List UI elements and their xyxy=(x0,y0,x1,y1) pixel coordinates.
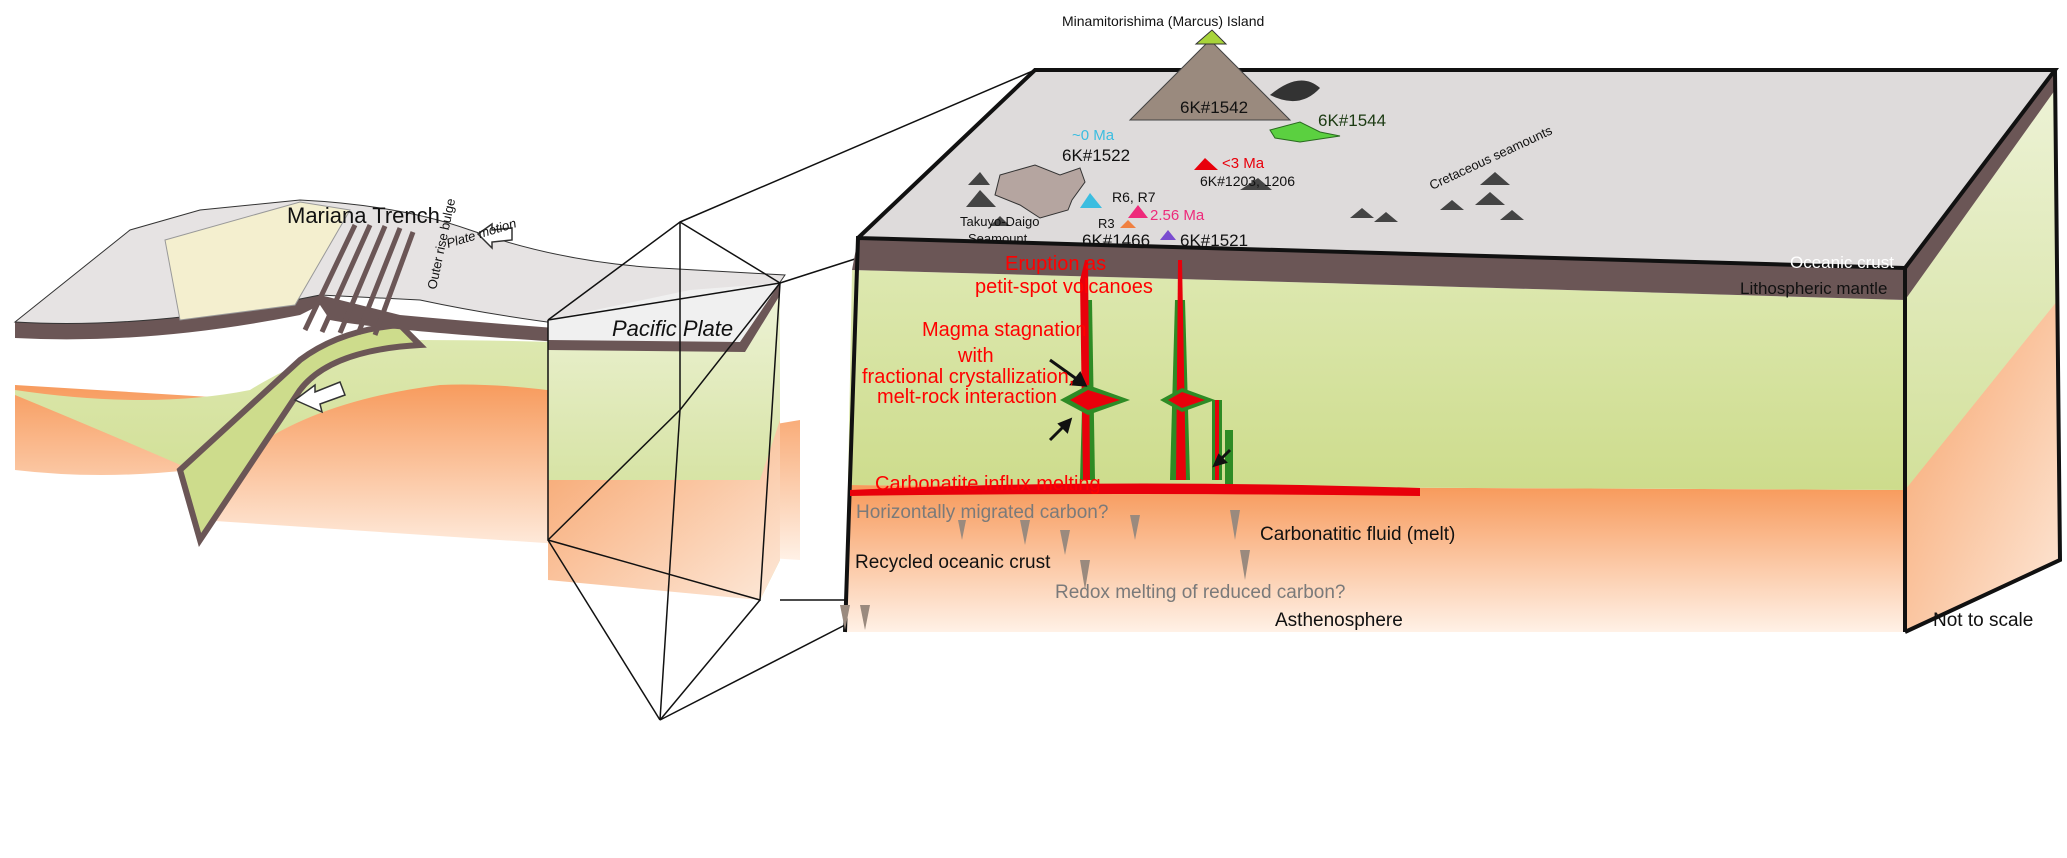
slab xyxy=(176,321,427,548)
magma-label-3: fractional crystallization, xyxy=(862,366,1074,388)
pacific-crust xyxy=(548,283,780,352)
trench-label: Mariana Trench xyxy=(287,203,440,228)
trench-faults xyxy=(302,223,416,336)
site-1522: 6K#1522 xyxy=(1062,146,1130,165)
site-1544: 6K#1544 xyxy=(1318,111,1386,130)
site-1466: 6K#1466 xyxy=(1082,231,1150,250)
marcus-island xyxy=(1128,39,1292,121)
cone-1203 xyxy=(1194,158,1218,170)
age-256: 2.56 Ma xyxy=(1150,207,1205,224)
lith-mantle-label: Lithospheric mantle xyxy=(1740,279,1887,298)
astheno-label: Asthenosphere xyxy=(1275,610,1403,631)
front-asthenosphere xyxy=(845,485,1905,632)
zoom-box: Pacific Plate xyxy=(547,69,1036,721)
oceanic-crust-label: Oceanic crust xyxy=(1790,253,1894,272)
magma-conduits xyxy=(850,260,1420,496)
melt-layer xyxy=(850,483,1420,496)
petit-spot-block: Minamitorishima (Marcus) Island 6K#1542 … xyxy=(840,13,2063,634)
pacific-astheno xyxy=(548,420,780,600)
cone-1522 xyxy=(1080,193,1102,208)
magma-label-1: Magma stagnation xyxy=(922,319,1087,341)
carb-fluid-label: Carbonatitic fluid (melt) xyxy=(1260,524,1455,545)
site-1203: 6K#1203, 1206 xyxy=(1200,173,1295,189)
site-1542: 6K#1542 xyxy=(1180,98,1248,117)
cone-r6r7 xyxy=(1128,205,1148,218)
front-mantle xyxy=(848,270,1905,490)
takuyo-label-2: Seamount xyxy=(968,231,1028,246)
block-outline xyxy=(843,68,2063,634)
magma-label-4: melt-rock interaction xyxy=(877,386,1057,408)
island-label: Minamitorishima (Marcus) Island xyxy=(1062,13,1264,29)
cone-r3 xyxy=(1120,220,1136,228)
cone-1521 xyxy=(1160,230,1176,240)
age-0: ~0 Ma xyxy=(1072,127,1115,144)
pacific-top xyxy=(548,283,780,345)
arrows xyxy=(1048,358,1232,468)
recycled-crust-drops xyxy=(840,510,1250,630)
not-to-scale-label: Not to scale xyxy=(1933,610,2033,631)
eruption-label-2: petit-spot volcanoes xyxy=(975,276,1153,298)
redox-label: Redox melting of reduced carbon? xyxy=(1055,582,1345,603)
forearc-sediment xyxy=(164,201,351,321)
carbonatite-label: Carbonatite influx melting xyxy=(875,473,1101,495)
r3-label: R3 xyxy=(1098,216,1115,231)
takuyo-daigo-seamount xyxy=(994,164,1086,219)
subduction-arrow-icon xyxy=(293,381,346,414)
wireframe-lines xyxy=(547,69,1036,721)
black-cones xyxy=(966,172,1524,226)
eruption-label-1: Eruption as xyxy=(1005,253,1106,275)
side-crust xyxy=(1905,70,2055,300)
r6r7-label: R6, R7 xyxy=(1112,189,1156,205)
magma-label-2: with xyxy=(957,345,994,367)
island-top xyxy=(1194,29,1228,45)
side-asthenosphere xyxy=(1905,300,2060,630)
horiz-carbon-label: Horizontally migrated carbon? xyxy=(856,502,1108,523)
pacific-plate-label: Pacific Plate xyxy=(612,316,733,341)
plate-motion-arrow-icon xyxy=(476,222,513,250)
patch-1544 xyxy=(1269,121,1341,143)
takuyo-label: Takuyo-Daigo xyxy=(960,214,1040,229)
front-crust xyxy=(852,238,1905,300)
recycled-label: Recycled oceanic crust xyxy=(855,552,1051,573)
seamount-cone xyxy=(1270,80,1320,102)
age-3: <3 Ma xyxy=(1222,155,1265,172)
site-1521: 6K#1521 xyxy=(1180,231,1248,250)
